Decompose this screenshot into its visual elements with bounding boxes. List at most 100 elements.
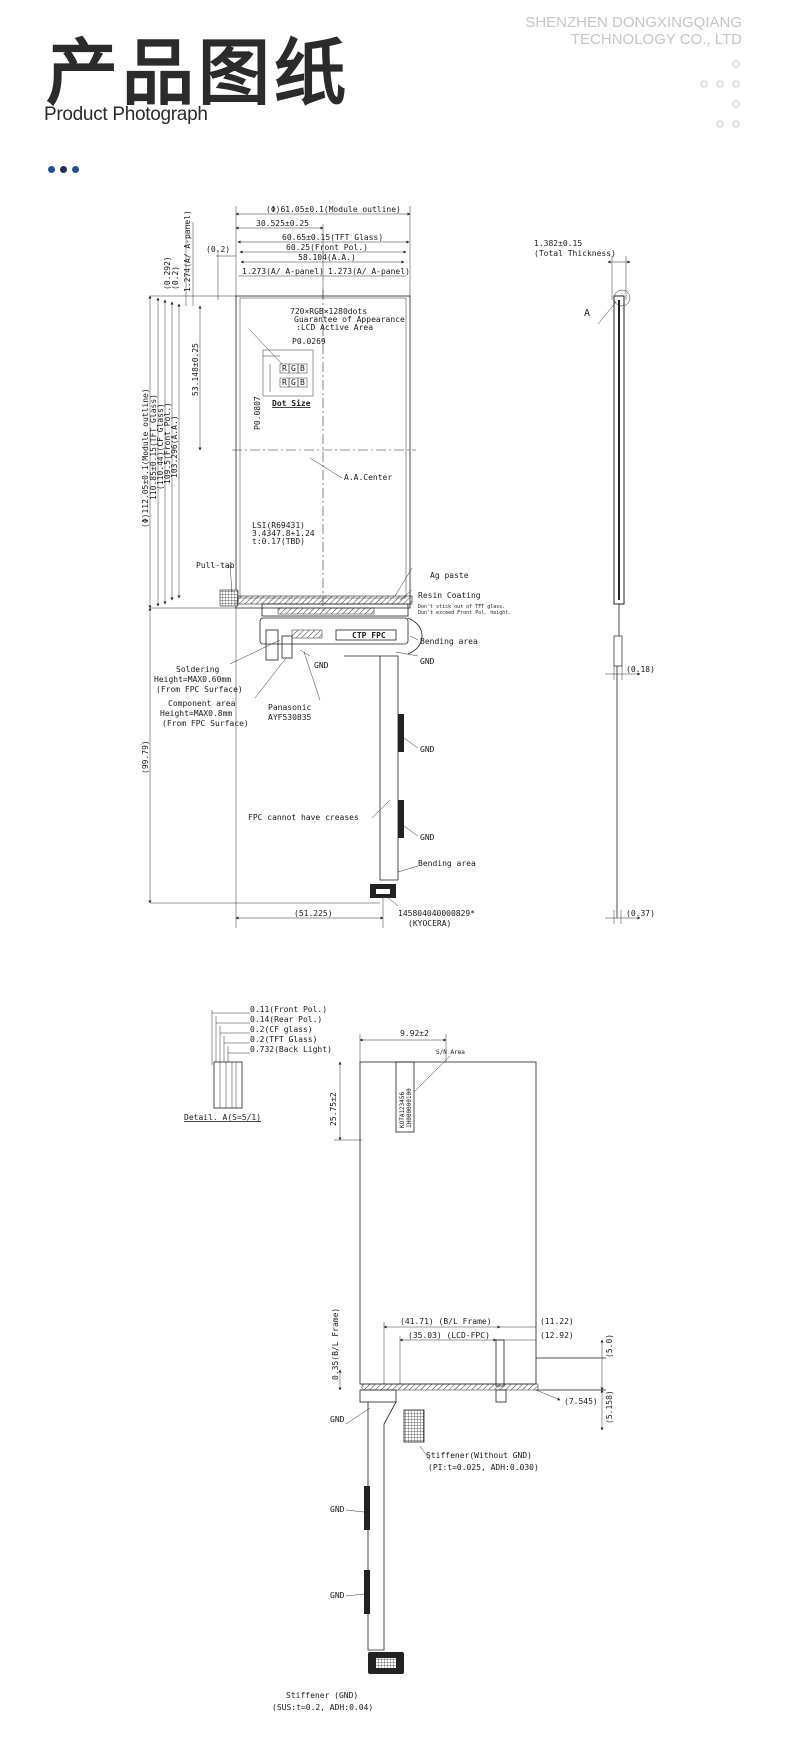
- component-area-line2: Height=MAX0.8mm: [160, 709, 232, 718]
- back-view: [334, 1034, 606, 1674]
- layer-back-light: 0.732(Back Light): [250, 1045, 332, 1054]
- dim-a-panel-right: 1.273(A/ A-panel): [328, 267, 410, 276]
- resin-note-2: Don't exceed Front Pol. height.: [418, 610, 511, 616]
- resin-note-1: Don't stick out of TFT glass.: [418, 604, 505, 610]
- accent-dots: [48, 158, 84, 173]
- accent-dot: [60, 166, 67, 173]
- dim-left-0292: (0.292): [163, 256, 172, 290]
- pixel-pitch-h: P0.0269: [292, 337, 326, 346]
- lsi-line1: LSI(R69431): [252, 521, 305, 530]
- resolution-line2: Guarantee of Appearance: [294, 315, 405, 324]
- pull-tab-label: Pull-tab: [196, 561, 235, 570]
- soldering-line2: Height=MAX0.60mm: [154, 675, 231, 684]
- dim-bottom-offset: (51.225): [294, 909, 333, 918]
- sn-text-1: KOTA123456: [399, 1091, 406, 1128]
- dim-tft-glass-height: 110.85±0.15(TFT Glass): [149, 394, 158, 500]
- back-gnd-label-1: GND: [330, 1415, 345, 1424]
- pixel-pitch-v: P0.0807: [253, 396, 262, 430]
- gnd-label-3: GND: [420, 745, 435, 754]
- accent-dot: [48, 166, 55, 173]
- stiffener-top-line1: Stiffener(Without GND): [426, 1451, 532, 1460]
- back-dim-bl-frame-width: (41.71) (B/L Frame): [400, 1317, 492, 1326]
- gnd-label-4: GND: [420, 833, 435, 842]
- back-dim-lcd-fpc: (35.03) (LCD-FPC): [408, 1331, 490, 1340]
- side-dim-037: (0.37): [626, 909, 655, 918]
- dim-module-outline-width: (Φ)61.05±0.1(Module outline): [266, 205, 401, 214]
- back-dim-50: (5.0): [605, 1334, 614, 1358]
- subpixel-b-2: B: [300, 378, 305, 387]
- back-gnd-label-2: GND: [330, 1505, 345, 1514]
- drawing-labels: (Φ)61.05±0.1(Module outline) 30.525±0.25…: [141, 205, 655, 1712]
- subpixel-b: B: [300, 364, 305, 373]
- dot-size-label: Dot Size: [272, 398, 311, 408]
- dim-tft-glass-width: 60.65±0.15(TFT Glass): [282, 233, 383, 242]
- dim-left-02: (0.2): [171, 266, 180, 290]
- ctp-fpc-label: CTP FPC: [352, 631, 386, 640]
- component-area-line3: (From FPC Surface): [162, 719, 249, 728]
- front-view: [148, 206, 423, 928]
- page-subtitle: Product Photograph: [44, 104, 208, 125]
- detail-a-caption: Detail. A(S=5/1): [184, 1113, 261, 1122]
- dim-left-a-panel: 1.274(A/ A-panel): [183, 210, 192, 292]
- dim-half-width: 30.525±0.25: [256, 219, 309, 228]
- dim-fpc-length: (99.79): [141, 740, 150, 774]
- company-name-line1: SHENZHEN DONGXINGQIANG: [525, 14, 742, 31]
- panasonic-line2: AYF530835: [268, 713, 312, 722]
- dim-active-area-height: 103.296(A.A.): [170, 415, 179, 478]
- back-dim-1122: (11.22): [540, 1317, 574, 1326]
- subpixel-g-2: G: [291, 378, 296, 387]
- layer-cf-glass: 0.2(CF glass): [250, 1025, 313, 1034]
- layer-tft-glass: 0.2(TFT Glass): [250, 1035, 317, 1044]
- component-area-line1: Component area: [168, 699, 236, 708]
- fpc-creases-label: FPC cannot have creases: [248, 813, 359, 822]
- accent-dot: [72, 166, 79, 173]
- back-dim-sn-height: 25.75±2: [329, 1092, 338, 1126]
- dim-front-pol-width: 60.25(Front Pol.): [286, 243, 368, 252]
- panasonic-line1: Panasonic: [268, 703, 312, 712]
- decorative-dot-grid: [700, 60, 740, 128]
- dim-offset: (0.2): [206, 245, 230, 254]
- lsi-line3: t:0.17(TBD): [252, 537, 305, 546]
- bending-area-bottom: Bending area: [418, 859, 476, 868]
- stiffener-bottom-line2: (SUS:t=0.2, ADH:0.04): [272, 1703, 373, 1712]
- total-thickness-label: (Total Thickness): [534, 249, 616, 258]
- ag-paste-label: Ag paste: [430, 571, 469, 580]
- subpixel-r-2: R: [282, 378, 287, 387]
- back-dim-1292: (12.92): [540, 1331, 574, 1340]
- resolution-line3: :LCD Active Area: [296, 323, 373, 332]
- soldering-line3: (From FPC Surface): [156, 685, 243, 694]
- total-thickness-value: 1.382±0.15: [534, 239, 582, 248]
- company-name-line2: TECHNOLOGY CO., LTD: [570, 31, 742, 48]
- company-name: SHENZHEN DONGXINGQIANG TECHNOLOGY CO., L…: [525, 14, 742, 48]
- back-gnd-label-3: GND: [330, 1591, 345, 1600]
- stiffener-top-line2: (PI:t=0.025, ADH:0.030): [428, 1463, 539, 1472]
- subpixel-r: R: [282, 364, 287, 373]
- back-dim-5158: (5.158): [605, 1390, 614, 1424]
- dim-cf-glass-height: (110.44)(CF Glass): [156, 403, 165, 490]
- gnd-label-1: GND: [420, 657, 435, 666]
- dim-front-pol-height: 109.5(Front Pol.): [163, 402, 172, 484]
- subpixel-g: G: [291, 364, 296, 373]
- layer-front-pol: 0.11(Front Pol.): [250, 1005, 327, 1014]
- layer-rear-pol: 0.14(Rear Pol.): [250, 1015, 322, 1024]
- dim-active-area-width: 58.104(A.A.): [298, 253, 356, 262]
- dim-module-outline-height: (Φ)112.05±0.1(Module outline): [141, 388, 150, 528]
- back-dim-sn-offset: 9.92±2: [400, 1029, 429, 1038]
- detail-a: [211, 1010, 250, 1109]
- soldering-line1: Soldering: [176, 665, 220, 674]
- back-dim-bl-frame: 0.35(B/L Frame): [331, 1308, 340, 1380]
- side-dim-018: (0.18): [626, 665, 655, 674]
- aa-center-label: A.A.Center: [344, 473, 392, 482]
- back-dim-7545: (7.545): [564, 1397, 598, 1406]
- connector-maker: (KYOCERA): [408, 919, 451, 928]
- side-view: [597, 256, 641, 924]
- connector-part: 145804040000829*: [398, 909, 475, 918]
- dim-a-panel-left: 1.273(A/ A-panel): [242, 267, 324, 276]
- lsi-line2: 3.4347.8+1.24: [252, 529, 315, 538]
- stiffener-bottom-line1: Stiffener (GND): [286, 1691, 358, 1700]
- sn-text-2: 1H000000100: [406, 1088, 413, 1128]
- resin-coating-label: Resin Coating: [418, 591, 481, 600]
- sn-area-label: S/N Area: [436, 1049, 465, 1056]
- page-title: 产品图纸: [46, 31, 351, 115]
